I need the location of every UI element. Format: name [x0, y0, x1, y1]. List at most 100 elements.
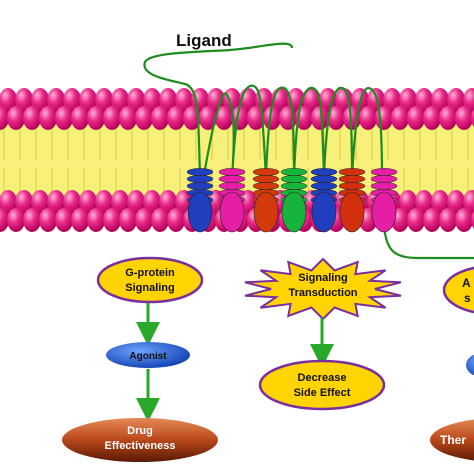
lipid-head [279, 106, 297, 130]
lipid-head [15, 190, 33, 214]
lipid-head [111, 88, 129, 112]
lipid-head [447, 88, 465, 112]
lipid-head [7, 106, 25, 130]
helix-coil [252, 182, 280, 190]
lipid-head [103, 106, 121, 130]
lipid-head [63, 190, 81, 214]
lipid-head [471, 109, 474, 127]
lipid-head [135, 208, 153, 232]
helix-body [187, 191, 213, 233]
lipid-head [95, 88, 113, 112]
lipid-head [47, 190, 65, 214]
lipid-head [199, 106, 217, 130]
lipid-head [127, 190, 145, 214]
right-ther-label: Ther [440, 433, 466, 447]
lipid-head [439, 106, 457, 130]
lipid-head [39, 208, 57, 232]
lipid-head [135, 106, 153, 130]
right-oval-text-a: A [462, 276, 471, 290]
lipid-head [7, 208, 25, 232]
lipid-head [159, 88, 177, 112]
right-pathway-cropped: A s Ther [430, 266, 474, 461]
lipid-head [23, 208, 41, 232]
receptor-tail [382, 224, 474, 260]
lipid-head [423, 208, 441, 232]
lipid-head [151, 208, 169, 232]
helix-coil [252, 175, 280, 183]
lipid-head [0, 208, 9, 232]
receptor [143, 42, 474, 260]
right-oval-partial [442, 266, 474, 314]
lipid-head [407, 106, 425, 130]
helix-coil [310, 182, 338, 190]
right-oval-text-s: s [464, 291, 471, 305]
helix-coil [218, 182, 246, 190]
left-pathway: G-protein Signaling Agonist Drug Effecti… [62, 256, 218, 462]
lipid-head [79, 190, 97, 214]
lipid-head [71, 208, 89, 232]
drug-label-line1: Drug [127, 425, 153, 437]
lipid-head [455, 208, 473, 232]
lipid-head [47, 88, 65, 112]
helix-coil [370, 175, 398, 183]
helix-coil [252, 168, 280, 176]
lipid-head [263, 106, 281, 130]
helix-coil [186, 168, 214, 176]
lipid-head [15, 88, 33, 112]
helix-coil [186, 175, 214, 183]
lipid-head [127, 88, 145, 112]
lipid-head [207, 88, 225, 112]
helix-coil [218, 168, 246, 176]
lipid-head [55, 208, 73, 232]
lipid-head [79, 88, 97, 112]
helix-body [371, 191, 397, 233]
g-protein-label-line2: Signaling [125, 282, 175, 294]
lipid-head [359, 106, 377, 130]
lipid-head [0, 88, 17, 112]
drug-effectiveness-shape [62, 418, 218, 462]
lipid-head [439, 208, 457, 232]
lipid-head [215, 106, 233, 130]
decrease-side-effect-oval [258, 359, 386, 411]
lipid-head [423, 106, 441, 130]
lipid-head [431, 88, 449, 112]
lipid-head [407, 208, 425, 232]
signaling-label-line2: Transduction [288, 287, 357, 299]
lipid-head [95, 190, 113, 214]
decrease-label-line2: Side Effect [294, 387, 351, 399]
lipid-head [71, 106, 89, 130]
lipid-heads-top [0, 88, 474, 130]
helix-coil [310, 168, 338, 176]
helix-coil [338, 182, 366, 190]
lipid-head [31, 190, 49, 214]
helix-body [339, 191, 365, 233]
lipid-head [159, 190, 177, 214]
lipid-head [399, 88, 417, 112]
lipid-head [151, 106, 169, 130]
helix-body [219, 191, 245, 233]
helix-coil [280, 175, 308, 183]
signaling-label-line1: Signaling [298, 272, 348, 284]
g-protein-signaling-oval [96, 256, 204, 304]
transmembrane-helices [186, 168, 398, 233]
lipid-head [463, 190, 474, 214]
lipid-head [415, 88, 433, 112]
helix-body [281, 191, 307, 233]
helix-coil [338, 175, 366, 183]
helix-coil [280, 182, 308, 190]
lipid-head [143, 190, 161, 214]
right-blue-oval-partial [466, 354, 474, 376]
lipid-head [399, 190, 417, 214]
middle-pathway: Signaling Transduction Decrease Side Eff… [244, 257, 402, 411]
cell-membrane [0, 88, 474, 232]
lipid-head [103, 208, 121, 232]
lipid-head [39, 106, 57, 130]
lipid-head [119, 106, 137, 130]
helix-body [311, 191, 337, 233]
lipid-head [0, 106, 9, 130]
lipid-head [431, 190, 449, 214]
lipid-heads-bottom [0, 190, 474, 232]
helix-coil [370, 182, 398, 190]
lipid-head [23, 106, 41, 130]
